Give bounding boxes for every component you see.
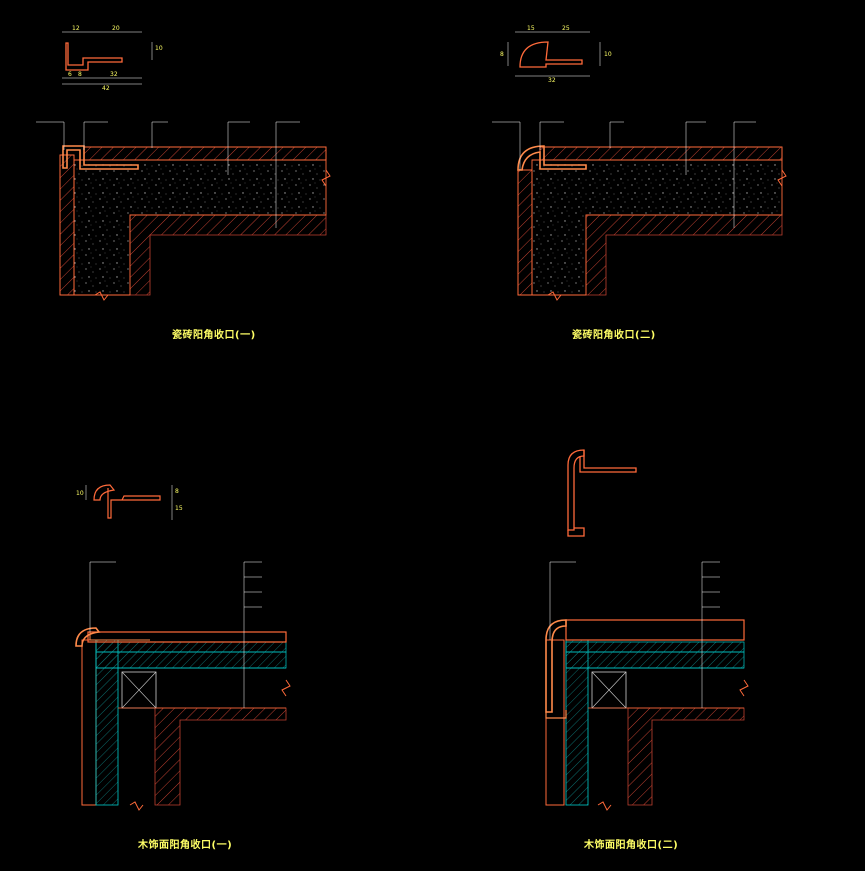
dim-label: 32 bbox=[110, 71, 118, 78]
detail-2-profile: 15 25 10 8 32 bbox=[500, 25, 612, 84]
dim-label: 10 bbox=[604, 51, 612, 58]
detail-3-profile: 10 8 15 bbox=[76, 484, 183, 520]
detail-4-wood-corner-trim bbox=[545, 449, 749, 811]
dim-label: 10 bbox=[155, 45, 163, 52]
dim-label: 20 bbox=[112, 25, 120, 32]
detail-1-tile-corner-trim: 12 20 10 6 8 32 42 bbox=[36, 25, 331, 301]
dim-label: 8 bbox=[500, 51, 504, 58]
dim-label: 10 bbox=[76, 490, 84, 497]
dim-label: 42 bbox=[102, 85, 110, 92]
caption-detail-1: 瓷砖阳角收口(一) bbox=[172, 330, 256, 341]
detail-4-profile bbox=[567, 449, 637, 537]
dim-label: 8 bbox=[175, 488, 179, 495]
dim-label: 15 bbox=[175, 505, 183, 512]
detail-3-wood-corner-trim: 10 8 15 bbox=[75, 484, 291, 811]
caption-detail-4: 木饰面阳角收口(二) bbox=[584, 840, 679, 851]
dim-label: 8 bbox=[78, 71, 82, 78]
detail-3-section bbox=[75, 561, 291, 811]
caption-detail-2: 瓷砖阳角收口(二) bbox=[572, 330, 656, 341]
detail-2-tile-corner-trim: 15 25 10 8 32 bbox=[492, 25, 787, 301]
dim-label: 15 bbox=[527, 25, 535, 32]
dim-label: 25 bbox=[562, 25, 570, 32]
detail-1-profile: 12 20 10 6 8 32 42 bbox=[62, 25, 163, 92]
caption-detail-3: 木饰面阳角收口(一) bbox=[138, 840, 233, 851]
dim-label: 12 bbox=[72, 25, 80, 32]
detail-4-section bbox=[545, 561, 749, 811]
detail-1-section bbox=[36, 121, 331, 301]
dim-label: 32 bbox=[548, 77, 556, 84]
detail-2-section bbox=[492, 121, 787, 301]
dim-label: 6 bbox=[68, 71, 72, 78]
